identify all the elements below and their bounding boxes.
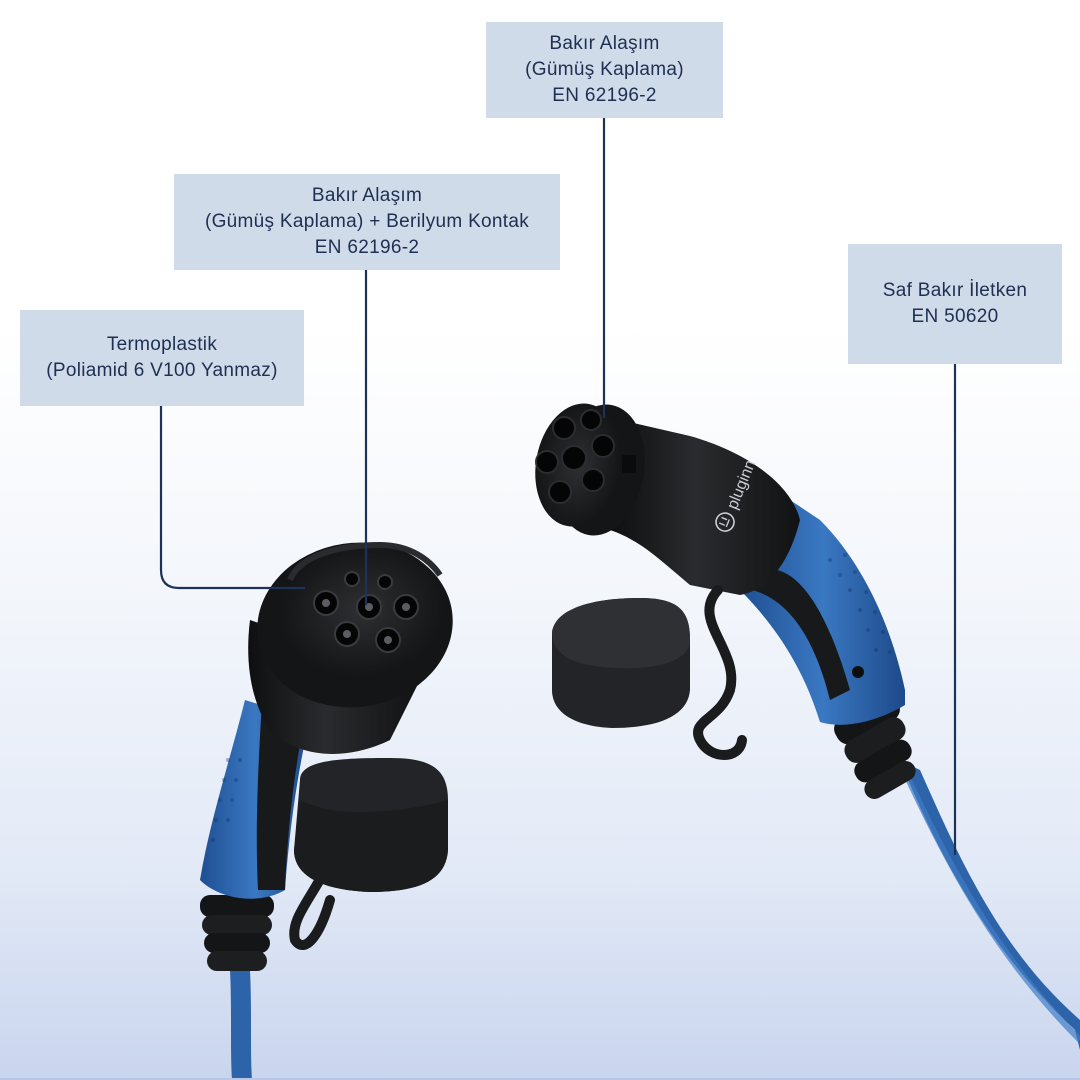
callout-right-line-1: Saf Bakır İletken [882, 280, 1028, 301]
callout-housing-material: Termoplastik (Poliamid 6 V100 Yanmaz) [20, 310, 304, 406]
right-pin-holes [535, 409, 615, 504]
callout-cable-conductor: Saf Bakır İletken EN 50620 [848, 244, 1062, 364]
right-dust-cap [552, 598, 690, 728]
right-cable [900, 760, 1080, 1050]
leader-lines [159, 118, 957, 855]
left-dust-cap [294, 758, 448, 892]
callout-left-line-2: (Poliamid 6 V100 Yanmaz) [46, 360, 278, 381]
callout-top-line-2: (Gümüş Kaplama) [525, 59, 684, 80]
callout-left-line-1: Termoplastik [106, 334, 218, 355]
left-connector [200, 541, 453, 971]
callout-right-line-2: EN 50620 [911, 306, 999, 327]
callout-middle-line-3: EN 62196-2 [314, 237, 420, 258]
right-connector: pluginn [535, 403, 916, 799]
callout-middle-line-2: (Gümüş Kaplama) + Berilyum Kontak [204, 211, 530, 232]
callout-top-line-1: Bakır Alaşım [549, 33, 660, 54]
bottom-band [0, 1078, 1080, 1080]
leader-line-left [159, 406, 305, 590]
callout-top-line-3: EN 62196-2 [552, 85, 657, 106]
callout-middle-line-1: Bakır Alaşım [311, 185, 423, 206]
right-cap-tether [693, 585, 747, 760]
callout-contact-material-female: Bakır Alaşım (Gümüş Kaplama) + Berilyum … [174, 174, 560, 270]
callout-contact-material-male: Bakır Alaşım (Gümüş Kaplama) EN 62196-2 [486, 22, 723, 118]
left-cap-tether [289, 865, 335, 950]
left-cable [230, 970, 252, 1080]
left-strain-relief [200, 895, 274, 971]
